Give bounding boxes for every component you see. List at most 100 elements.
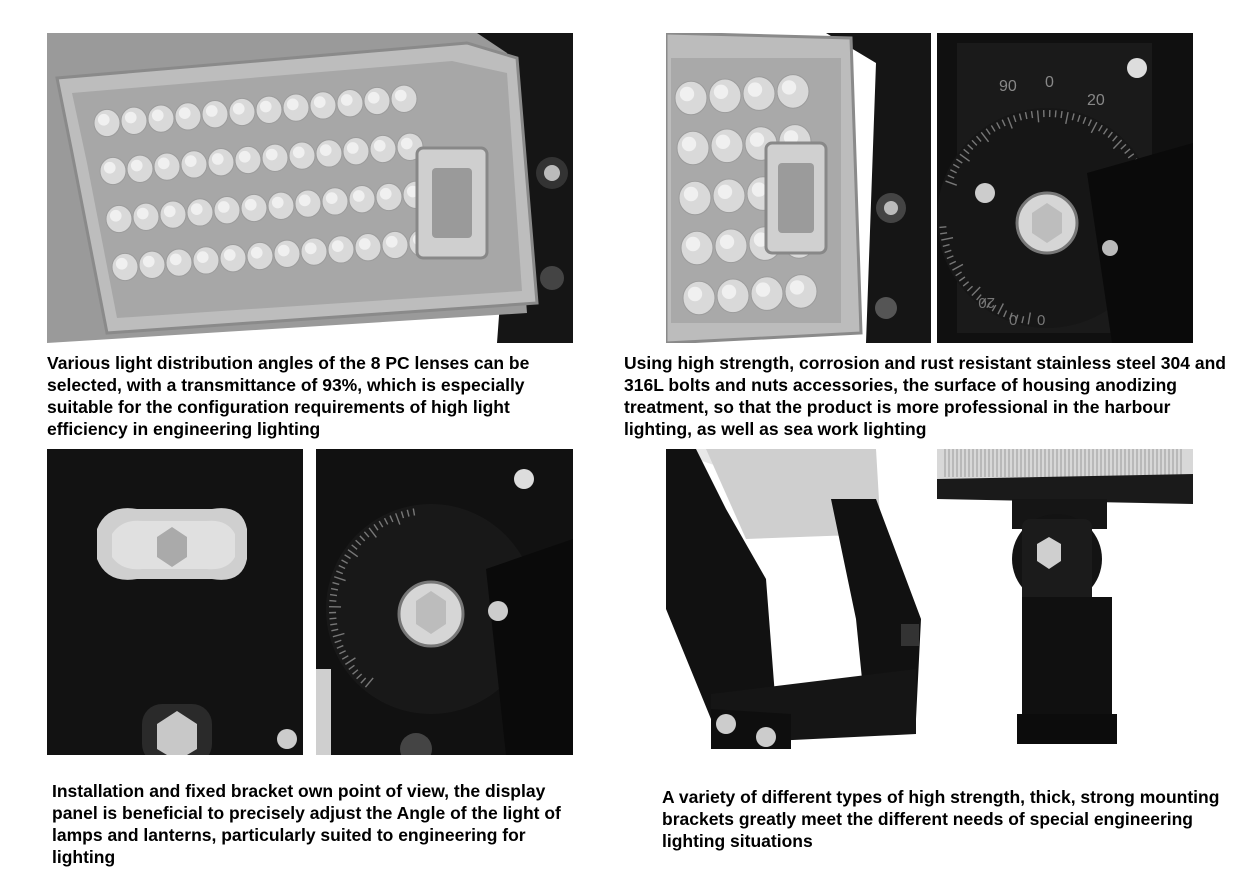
lens-highlight [232,102,245,115]
lens-highlight [259,100,272,113]
dial-tick [971,286,981,297]
lens-highlight [681,136,697,152]
dial-label: 90 [999,78,1017,95]
caption-mounting-brackets: A variety of different types of high str… [662,787,1220,851]
lens-highlight [163,205,176,218]
dial-tick [942,243,950,248]
lens-highlight [313,96,326,108]
caption-lenses: Various light distribution angles of the… [47,353,530,439]
dial-tick [1124,148,1131,154]
lens-highlight [115,257,128,270]
dial-tick [991,304,997,312]
dial-tick [939,226,947,229]
dial-tick [1112,139,1123,150]
lens-highlight [340,94,353,106]
dial-tick [363,531,370,538]
dial-tick [364,677,374,688]
dial-tick [947,174,955,179]
dial-tick [1087,119,1092,127]
lens-highlight [687,286,703,302]
dial-tick [334,639,342,644]
dial-tick [339,650,346,655]
dial-tick [997,303,1004,315]
lens-highlight [250,246,263,259]
dial-tick [344,554,351,560]
dial-tick [945,180,958,186]
dial-tick [406,509,410,517]
lens-highlight [781,80,797,95]
dial-tick [341,655,349,660]
dial-tick [1071,113,1075,121]
lens-highlight [184,155,197,167]
slip-fitter-photo [937,449,1193,759]
dial-tick [1107,131,1113,139]
lens-highlight [400,137,413,150]
dial-tick [355,539,362,546]
lens-highlight [265,148,278,161]
dial-tick [352,669,359,675]
lens-highlight [325,192,338,204]
lens-highlight [721,284,737,299]
dial-tick [389,515,394,523]
dial-tick [334,576,346,582]
dial-tick [1082,116,1087,124]
angle-dial-photo: 90 0 20 20 0 0 [937,33,1193,343]
dial-tick [959,153,970,162]
dial-tick [1030,111,1034,119]
lens-highlight [271,196,284,209]
dial-tick [975,135,982,142]
lens-grid [93,84,436,282]
dial-tick [967,144,974,150]
dial-tick [981,297,987,305]
dial-label: 20 [1087,92,1105,109]
heatsink-fins [944,449,1182,477]
dial-tick [958,276,966,282]
lens-highlight [783,130,799,145]
rear-housing-photo [47,449,303,755]
dial-tick [1127,153,1135,159]
dial-label: 0 [1009,312,1017,329]
lens-highlight [97,113,110,126]
dial-tick [1024,112,1028,120]
dial-tick [976,294,982,301]
lens-highlight [373,139,386,152]
lens-highlight [715,134,731,149]
dial-tick [400,511,405,519]
lens-highlight [352,190,365,202]
lens-highlight [103,161,116,174]
dial-tick [1112,135,1118,142]
dial-tick [1065,111,1069,124]
bracket-dial-photo [316,449,573,755]
dial-tick [1001,119,1006,127]
lens-highlight [169,253,182,266]
dial-tick [941,236,954,241]
lens-highlight [331,240,344,252]
dial-tick [952,163,960,169]
dial-tick [952,263,964,271]
dial-tick [383,517,389,525]
dial-tick [990,125,996,132]
dial-tick [330,623,338,626]
lens-highlight [217,201,230,213]
lens-highlight [379,187,392,200]
dial-tick [971,139,978,146]
dial-tick [1007,117,1013,129]
dial-tick [980,131,990,143]
lens-module-photo [47,33,573,343]
lens-highlight [142,255,155,268]
dial-tick [332,581,340,586]
dial-tick [956,158,963,164]
lens-highlight [190,203,203,215]
dial-tick [378,520,384,528]
dial-tick [412,508,416,516]
lens-highlight [717,184,733,199]
lens-highlight [157,157,170,170]
dial-tick [963,148,970,155]
dial-label: 0 [1037,312,1045,329]
dial-tick [336,570,344,575]
lens-highlight [178,107,191,119]
dial-tick [360,677,367,684]
dial-tick [332,632,345,638]
dial-tick [1015,314,1019,322]
dial-tick [944,249,952,254]
